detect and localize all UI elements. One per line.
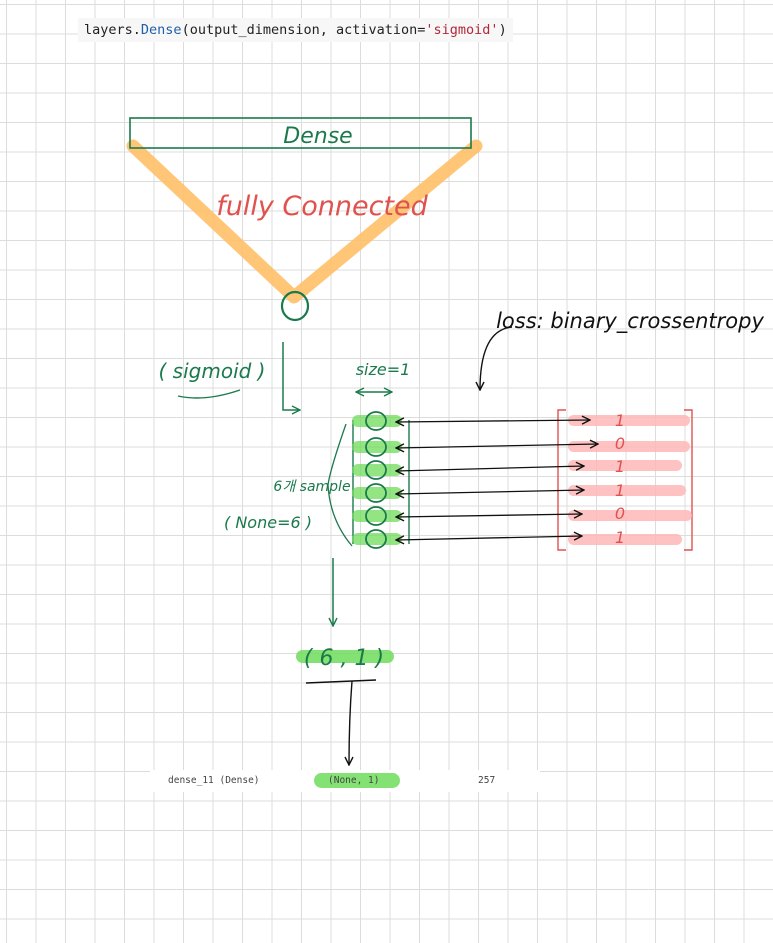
target-values: 1 0 1 1 0 1 <box>615 411 625 547</box>
summary-arrow <box>349 680 352 765</box>
dense-label: Dense <box>283 124 352 149</box>
code-snippet: layers.Dense(output_dimension, activatio… <box>78 18 513 42</box>
summary-param-count: 257 <box>478 775 496 786</box>
summary-layer-name: dense_11 (Dense) <box>168 775 260 786</box>
sample-brace <box>327 423 353 547</box>
output-shape-underline <box>305 679 377 684</box>
dense-box <box>129 117 472 149</box>
target-value: 1 <box>615 528 625 547</box>
loss-arrow <box>480 326 513 390</box>
code-args: (output_dimension, activation= <box>181 22 426 38</box>
target-highlights <box>568 415 692 545</box>
size-label: size=1 <box>356 360 411 379</box>
sample-column <box>352 411 410 549</box>
fully-connected-label: fully Connected <box>216 191 428 222</box>
code-string: 'sigmoid' <box>425 22 499 38</box>
target-value: 0 <box>615 434 625 453</box>
comparison-arrows <box>396 420 598 540</box>
sigmoid-underline <box>177 389 241 399</box>
code-class: Dense <box>140 22 182 38</box>
sigmoid-label: ( sigmoid ) <box>159 359 266 383</box>
code-close: ) <box>498 22 507 38</box>
sample-count-label: 6개 sample <box>273 479 350 495</box>
output-node <box>280 290 310 322</box>
target-value: 1 <box>615 411 625 430</box>
target-value: 0 <box>615 504 625 523</box>
code-module: layers <box>84 22 133 38</box>
target-value: 1 <box>615 481 625 500</box>
fully-connected-lines <box>126 139 483 304</box>
target-bracket <box>557 409 693 551</box>
output-shape-label: ( 6 , 1 ) <box>304 646 384 671</box>
target-value: 1 <box>615 457 625 476</box>
activation-arrow <box>282 342 300 410</box>
batch-shape-label: ( None=6 ) <box>224 513 312 532</box>
summary-output-shape: (None, 1) <box>328 775 380 786</box>
summary-shape-highlight <box>314 773 400 788</box>
output-shape-highlight <box>296 650 394 663</box>
loss-label: loss: binary_crossentropy <box>496 309 764 334</box>
model-summary-row: dense_11 (Dense) (None, 1) 257 <box>150 770 540 792</box>
